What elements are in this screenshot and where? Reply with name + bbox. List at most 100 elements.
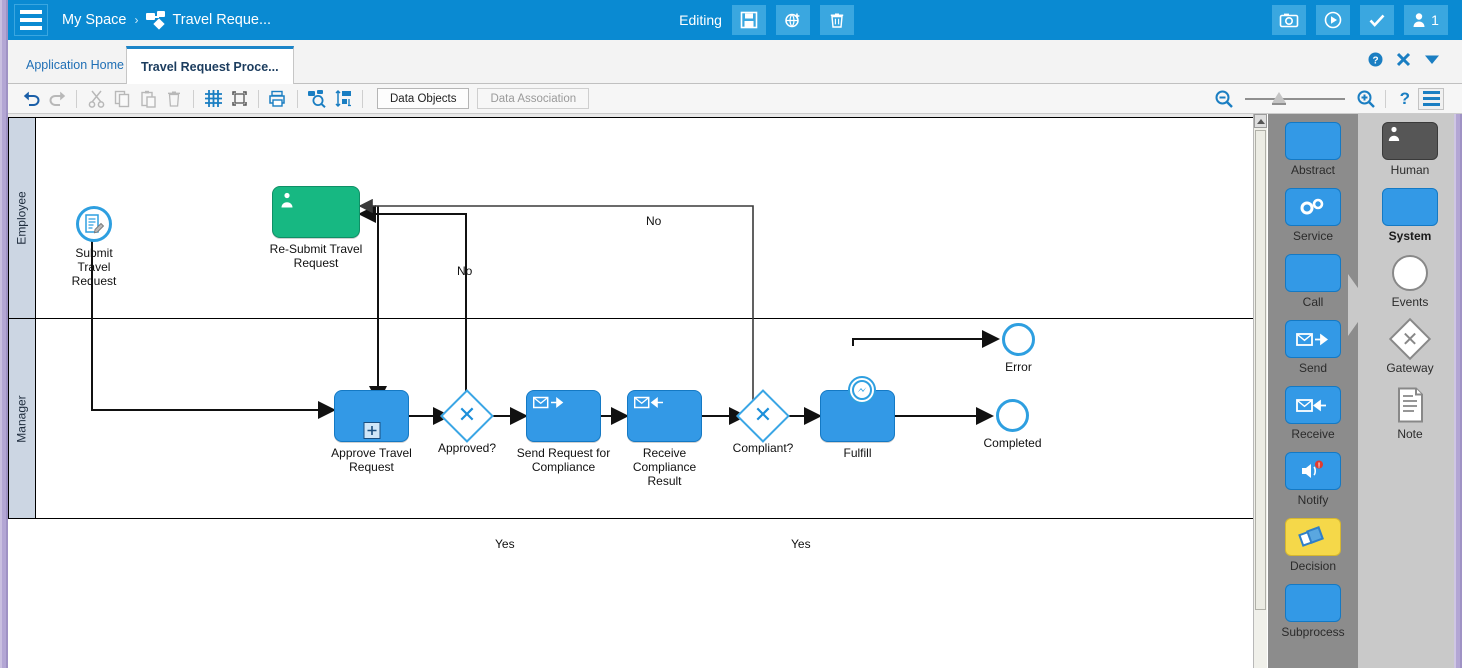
breadcrumb-separator: ›: [134, 13, 139, 27]
print-button[interactable]: [265, 87, 291, 111]
publish-button[interactable]: [775, 5, 810, 35]
grid-button[interactable]: [200, 87, 226, 111]
envelope-send-icon: [533, 396, 564, 409]
task-shape: [526, 390, 601, 442]
palette-item-send[interactable]: Send: [1268, 320, 1358, 375]
palette-item-receive[interactable]: Receive: [1268, 386, 1358, 441]
node-label: Approve Travel Request: [331, 446, 412, 474]
close-icon[interactable]: [1396, 52, 1411, 67]
node-label: Send Request for Compliance: [516, 446, 611, 474]
window-right-edge: [1454, 114, 1462, 668]
delete-button[interactable]: [161, 87, 187, 111]
tab-travel-request-process[interactable]: Travel Request Proce...: [126, 46, 294, 84]
palette-item-label: Notify: [1297, 493, 1329, 507]
document-edit-icon: [85, 214, 105, 234]
abstract-task-icon: [1285, 122, 1341, 160]
boundary-error-event[interactable]: [848, 376, 876, 404]
breadcrumb-root[interactable]: My Space: [62, 12, 127, 28]
palette-item-label: Receive: [1291, 427, 1335, 441]
palette-item-subprocess[interactable]: Subprocess: [1268, 584, 1358, 639]
lane-header-manager: Manager: [9, 319, 36, 518]
lane-employee[interactable]: Employee: [8, 117, 1260, 319]
zoom-slider[interactable]: [1244, 90, 1345, 108]
palette-item-call[interactable]: Call: [1268, 254, 1358, 309]
palette-item-label: Send: [1298, 361, 1328, 375]
node-compliant-gateway[interactable]: ✕ Compliant?: [733, 389, 793, 455]
node-label: Compliant?: [732, 441, 794, 455]
snapshot-button[interactable]: [1271, 5, 1306, 35]
palette-item-decision[interactable]: Decision: [1268, 518, 1358, 573]
hamburger-icon[interactable]: [1418, 87, 1444, 110]
node-approve-travel-request[interactable]: Approve Travel Request: [331, 390, 412, 474]
cut-button[interactable]: [83, 87, 109, 111]
zoom-slider-thumb[interactable]: [1271, 91, 1286, 105]
palette-item-label: Gateway: [1386, 361, 1434, 375]
shape-palette: Abstract Service Call Send Receive ! Not…: [1268, 114, 1462, 668]
save-button[interactable]: [731, 5, 766, 35]
undo-button[interactable]: [18, 87, 44, 111]
help-icon[interactable]: ?: [1399, 88, 1410, 108]
zoom-out-icon[interactable]: [1211, 87, 1237, 111]
validate-button[interactable]: [1359, 5, 1394, 35]
zoom-in-icon[interactable]: [1353, 87, 1379, 111]
vertical-scrollbar[interactable]: [1253, 114, 1267, 668]
fit-frame-button[interactable]: [226, 87, 252, 111]
palette-item-abstract[interactable]: Abstract: [1268, 122, 1358, 177]
data-association-button[interactable]: Data Association: [477, 88, 590, 109]
lane-label: Employee: [15, 191, 29, 245]
palette-item-gateway[interactable]: ✕ Gateway: [1358, 317, 1462, 375]
process-canvas[interactable]: Employee Manager: [8, 114, 1267, 668]
gateway-diamond-icon: ✕: [1382, 317, 1438, 361]
data-objects-button[interactable]: Data Objects: [377, 88, 470, 109]
collaborators-button[interactable]: 1: [1403, 5, 1448, 35]
svg-text:?: ?: [1372, 55, 1378, 66]
gears-icon: [1285, 188, 1341, 226]
help-icon[interactable]: ?: [1368, 52, 1383, 67]
note-page-icon: [1382, 386, 1438, 424]
palette-item-label: Service: [1292, 229, 1333, 243]
envelope-receive-icon: [634, 396, 663, 409]
palette-item-label: Abstract: [1290, 163, 1335, 177]
node-error-end-event[interactable]: Error: [1002, 323, 1035, 374]
palette-item-note[interactable]: Note: [1358, 386, 1462, 441]
delete-button[interactable]: [819, 5, 854, 35]
hamburger-icon[interactable]: [14, 4, 48, 36]
breadcrumb-current[interactable]: Travel Reque...: [172, 12, 272, 28]
redo-button[interactable]: [44, 87, 70, 111]
lane-label: Manager: [15, 394, 29, 443]
scrollbar-thumb[interactable]: [1255, 130, 1266, 610]
node-label: Approved?: [437, 441, 497, 455]
editing-status-label: Editing: [679, 12, 722, 28]
tab-application-home[interactable]: Application Home: [12, 46, 138, 84]
palette-item-system[interactable]: System: [1358, 188, 1462, 243]
node-re-submit-travel-request[interactable]: Re-Submit Travel Request: [270, 186, 362, 270]
node-completed-end-event[interactable]: Completed: [983, 399, 1042, 450]
palette-item-notify[interactable]: ! Notify: [1268, 452, 1358, 507]
palette-item-service[interactable]: Service: [1268, 188, 1358, 243]
end-event-circle: [996, 399, 1029, 432]
node-fulfill[interactable]: Fulfill: [820, 376, 895, 460]
palette-item-human[interactable]: Human: [1358, 122, 1462, 177]
palette-item-events[interactable]: Events: [1358, 254, 1462, 309]
align-distribute-button[interactable]: [330, 87, 356, 111]
palette-item-label: System: [1388, 229, 1432, 243]
end-event-circle: [1002, 323, 1035, 356]
node-receive-compliance-result[interactable]: Receive Compliance Result: [627, 390, 702, 488]
human-task-icon: [1382, 122, 1438, 160]
node-label: Re-Submit Travel Request: [269, 242, 363, 270]
palette-item-label: Note: [1397, 427, 1423, 441]
copy-button[interactable]: [109, 87, 135, 111]
node-send-request-for-compliance[interactable]: Send Request for Compliance: [517, 390, 610, 474]
task-shape: [334, 390, 409, 442]
tab-label: Application Home: [26, 58, 124, 72]
search-process-button[interactable]: [304, 87, 330, 111]
scroll-up-button[interactable]: [1254, 114, 1267, 128]
chevron-down-icon[interactable]: [1424, 54, 1440, 65]
palette-item-label: Subprocess: [1281, 625, 1345, 639]
node-submit-travel-request[interactable]: Submit Travel Request: [72, 206, 116, 288]
run-button[interactable]: [1315, 5, 1350, 35]
gateway-x-icon: ✕: [753, 403, 773, 428]
node-approved-gateway[interactable]: ✕ Approved?: [438, 389, 496, 455]
process-diagram-icon: [146, 11, 166, 30]
paste-button[interactable]: [135, 87, 161, 111]
